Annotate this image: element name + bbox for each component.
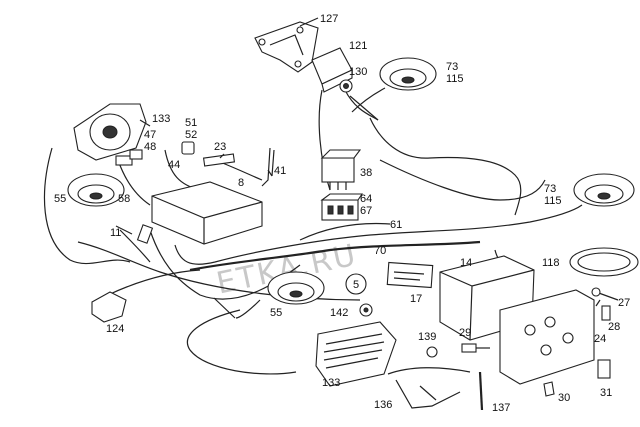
callout-55-left: 55 [54,193,66,205]
bracket-127 [254,21,319,73]
callout-29: 29 [459,327,471,339]
ring-118 [569,247,639,277]
callout-51: 51 [185,117,197,129]
pad-31 [597,359,611,379]
antenna-137 [478,371,484,411]
callout-142: 142 [330,307,348,319]
speaker-55-bottom [267,271,325,305]
grommet-130 [339,79,353,93]
radio-unit-8 [151,181,263,245]
callout-circle-5 [345,273,367,295]
callout-70: 70 [374,245,386,257]
callout-8: 8 [238,177,244,189]
callout-64: 64 [360,193,372,205]
callout-58: 58 [118,193,130,205]
plug-58 [136,224,154,244]
callout-44: 44 [168,159,180,171]
callout-47: 47 [144,129,156,141]
callout-labels: 127 121 130 73 115 133 51 52 47 48 23 44… [54,13,630,414]
callout-118: 118 [542,257,560,269]
callout-55-bottom: 55 [270,307,282,319]
callout-30: 30 [558,392,570,404]
relay-38 [320,149,362,190]
callout-73-right: 73 [544,183,556,195]
connector-block-64-67 [320,193,364,221]
label-card-17 [386,261,434,289]
callout-139: 139 [418,331,436,343]
bracket-24 [499,289,595,385]
callout-61: 61 [390,219,402,231]
callout-133-top: 133 [152,113,170,125]
module-124 [91,291,127,323]
bracket-28 [601,305,611,321]
callout-137: 137 [492,402,510,414]
speaker-73-right [573,173,635,207]
callout-38: 38 [360,167,372,179]
connector-47-48 [115,149,143,166]
screw-27 [591,287,619,301]
wiring-harness [43,87,583,375]
callout-67: 67 [360,205,372,217]
callout-24: 24 [594,333,606,345]
callout-121: 121 [349,40,367,52]
plug-51-52 [181,141,195,155]
speaker-73-top [379,57,437,91]
clip-30 [543,381,555,397]
speaker-55-left [67,173,125,207]
callout-115-right: 115 [544,195,562,207]
callout-11: 11 [110,227,121,239]
washer-142 [359,303,373,317]
callout-133-bottom: 133 [322,377,340,389]
clip-41 [261,147,275,187]
callout-14: 14 [460,257,472,269]
callout-27: 27 [618,297,630,309]
callout-73-top: 73 [446,61,458,73]
callout-52: 52 [185,129,197,141]
nut-139 [426,346,438,358]
speaker-housing-133 [73,103,147,161]
callout-31: 31 [600,387,612,399]
callout-28: 28 [608,321,620,333]
callout-5: 5 [353,279,359,291]
callout-130: 130 [349,66,367,78]
fitting-29 [461,343,490,353]
leader-lines [139,17,601,307]
callout-17: 17 [410,293,422,305]
plug-11 [115,225,133,235]
callout-23: 23 [214,141,226,153]
bracket-136 [387,367,471,409]
callout-48: 48 [144,141,156,153]
module-121 [311,47,353,93]
fuse-holder-23 [202,153,236,167]
speaker-grille-133 [315,321,397,387]
callout-41: 41 [274,165,286,177]
callout-124: 124 [106,323,124,335]
callout-115-top: 115 [446,73,464,85]
callout-136: 136 [374,399,392,411]
callout-127: 127 [320,13,338,25]
